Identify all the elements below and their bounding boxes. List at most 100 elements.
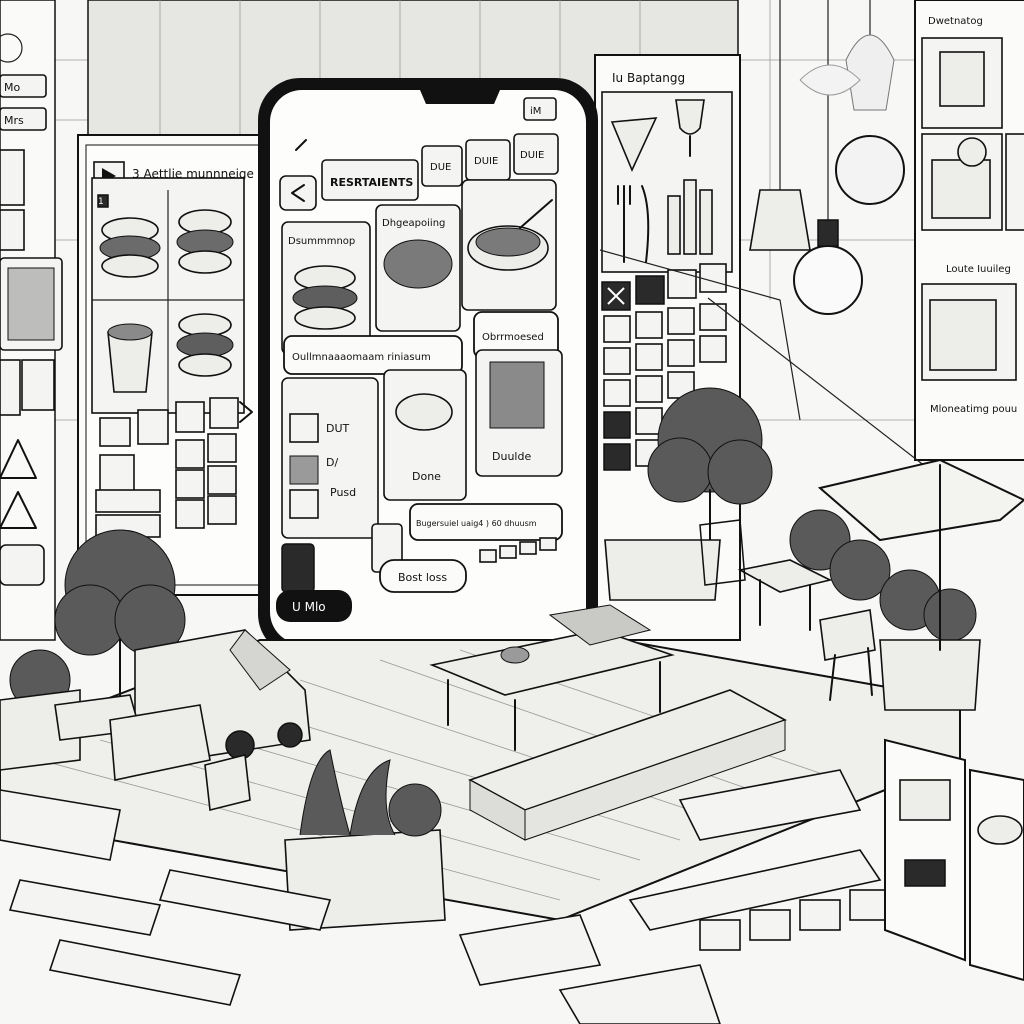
tree bbox=[647, 387, 773, 541]
left-edge-tile[interactable] bbox=[21, 359, 55, 411]
side-panel-bottom-label: Mloneatimg pouu bbox=[930, 404, 1017, 415]
food-card-2[interactable]: Dhgeapoiing bbox=[375, 204, 461, 332]
menu-tile[interactable] bbox=[635, 275, 665, 305]
section-header-label: Oullmnaaaomaam riniasum bbox=[292, 352, 431, 363]
bottom-tile[interactable] bbox=[749, 909, 791, 941]
menu-tile[interactable] bbox=[207, 495, 237, 525]
option-checkbox[interactable] bbox=[289, 489, 319, 519]
side-panel-section-label: Loute Iuuileg bbox=[946, 264, 1011, 275]
tab-2-label: DUIE bbox=[474, 156, 498, 167]
promo-thumbnail bbox=[281, 543, 315, 593]
food-item-drink[interactable] bbox=[107, 323, 153, 393]
food-card-2-title: Dhgeapoiing bbox=[382, 218, 445, 229]
cafe-table bbox=[699, 519, 876, 701]
left-edge-tile[interactable] bbox=[0, 209, 25, 251]
tab-1[interactable] bbox=[421, 145, 463, 187]
menu-tile[interactable] bbox=[603, 411, 631, 439]
menu-tile[interactable] bbox=[635, 375, 663, 403]
table-icon bbox=[429, 604, 675, 751]
food-card-1-title: Dsummmnop bbox=[288, 236, 355, 247]
side-panel-title: Dwetnatog bbox=[928, 16, 983, 27]
menu-tile[interactable] bbox=[175, 469, 205, 499]
right-board-top-label: Iu Baptangg bbox=[612, 71, 685, 85]
menu-tile[interactable] bbox=[175, 401, 205, 433]
menu-tile[interactable] bbox=[603, 315, 631, 343]
right-side-panel: Dwetnatog Loute Iuuileg Mloneatimg pouu bbox=[914, 0, 1024, 461]
warning-icon bbox=[0, 491, 37, 529]
tab-restaurants-label: RESRTAIENTS bbox=[330, 176, 413, 189]
food-item-burger[interactable] bbox=[99, 217, 161, 278]
left-edge-tag-1[interactable] bbox=[0, 74, 47, 98]
bottom-tile[interactable] bbox=[699, 919, 741, 951]
section-header[interactable] bbox=[283, 335, 463, 375]
bottom-button-label: Bost loss bbox=[398, 571, 447, 584]
food-item-burger[interactable] bbox=[176, 209, 234, 274]
tab-restaurants[interactable] bbox=[321, 159, 419, 201]
menu-tile[interactable] bbox=[699, 335, 727, 363]
bench bbox=[54, 694, 251, 811]
menu-tile[interactable] bbox=[209, 397, 239, 429]
arrow-right-icon[interactable] bbox=[239, 401, 253, 423]
bottom-ui-fragments bbox=[0, 769, 891, 1024]
left-edge-tile[interactable] bbox=[0, 359, 21, 416]
menu-tile[interactable] bbox=[699, 303, 727, 331]
food-item-burger[interactable] bbox=[176, 313, 234, 377]
menu-tile[interactable] bbox=[99, 417, 131, 447]
dish-card[interactable]: Done bbox=[383, 369, 467, 501]
food-card-3[interactable] bbox=[461, 179, 557, 311]
left-edge-tag-2[interactable] bbox=[0, 107, 47, 131]
card-image[interactable] bbox=[899, 779, 951, 821]
menu-tile[interactable] bbox=[175, 439, 205, 469]
menu-tile[interactable] bbox=[207, 433, 237, 463]
menu-tile[interactable] bbox=[699, 263, 727, 293]
ottoman bbox=[468, 689, 787, 841]
dish-card-done: Done bbox=[412, 470, 441, 483]
knife-icon bbox=[641, 185, 650, 263]
tree bbox=[54, 529, 186, 701]
section-tag-label: Obrrmoesed bbox=[482, 332, 544, 343]
menu-tile[interactable] bbox=[99, 454, 135, 492]
menu-tile[interactable] bbox=[603, 379, 631, 407]
menu-tile[interactable] bbox=[635, 407, 663, 435]
card-image[interactable] bbox=[904, 859, 946, 887]
food-grid-tag: 1 bbox=[98, 197, 104, 207]
menu-tile[interactable] bbox=[603, 347, 631, 375]
menu-tag[interactable] bbox=[95, 489, 161, 513]
menu-tile[interactable] bbox=[207, 465, 237, 495]
option-checkbox[interactable] bbox=[289, 455, 319, 485]
umbrella-icon bbox=[817, 458, 1024, 651]
menu-tile[interactable] bbox=[635, 343, 663, 371]
menu-tile[interactable] bbox=[667, 307, 695, 335]
tab-3-label: DUIE bbox=[520, 150, 544, 161]
menu-tile[interactable] bbox=[175, 499, 205, 529]
promo-banner[interactable] bbox=[409, 503, 563, 541]
status-label: iM bbox=[530, 106, 541, 117]
drink-card[interactable]: Duulde bbox=[475, 349, 563, 477]
pizza-icon[interactable] bbox=[610, 117, 658, 172]
bottom-tile[interactable] bbox=[799, 899, 841, 931]
food-card-1[interactable]: Dsummmnop bbox=[281, 221, 371, 355]
tab-3[interactable] bbox=[513, 133, 559, 175]
back-button[interactable] bbox=[279, 175, 317, 211]
option-grid bbox=[603, 303, 727, 471]
menu-tile[interactable] bbox=[137, 409, 169, 445]
menu-tile[interactable] bbox=[667, 339, 695, 367]
bottom-button[interactable] bbox=[379, 559, 467, 593]
menu-tile[interactable] bbox=[635, 311, 663, 339]
menu-tile[interactable] bbox=[603, 443, 631, 471]
wine-glass-icon[interactable] bbox=[675, 99, 705, 135]
floor-pill-button[interactable] bbox=[276, 590, 352, 622]
edit-icon bbox=[295, 139, 307, 151]
left-edge-button[interactable] bbox=[0, 544, 45, 586]
map-thumbnail[interactable] bbox=[458, 914, 602, 986]
left-edge-tile[interactable] bbox=[0, 149, 25, 206]
bottles-icon bbox=[667, 179, 713, 255]
menu-tile[interactable] bbox=[667, 269, 697, 299]
left-edge-tag-1-label: Mo bbox=[4, 81, 20, 94]
phone-device: iM RESRTAIENTS DUE DUIE DUIE Dsummmnop D… bbox=[258, 78, 598, 656]
planter bbox=[879, 639, 981, 711]
promo-text: Bugersuiel uaig4 ) 60 dhuusm bbox=[416, 519, 537, 528]
option-checkbox[interactable] bbox=[289, 413, 319, 443]
